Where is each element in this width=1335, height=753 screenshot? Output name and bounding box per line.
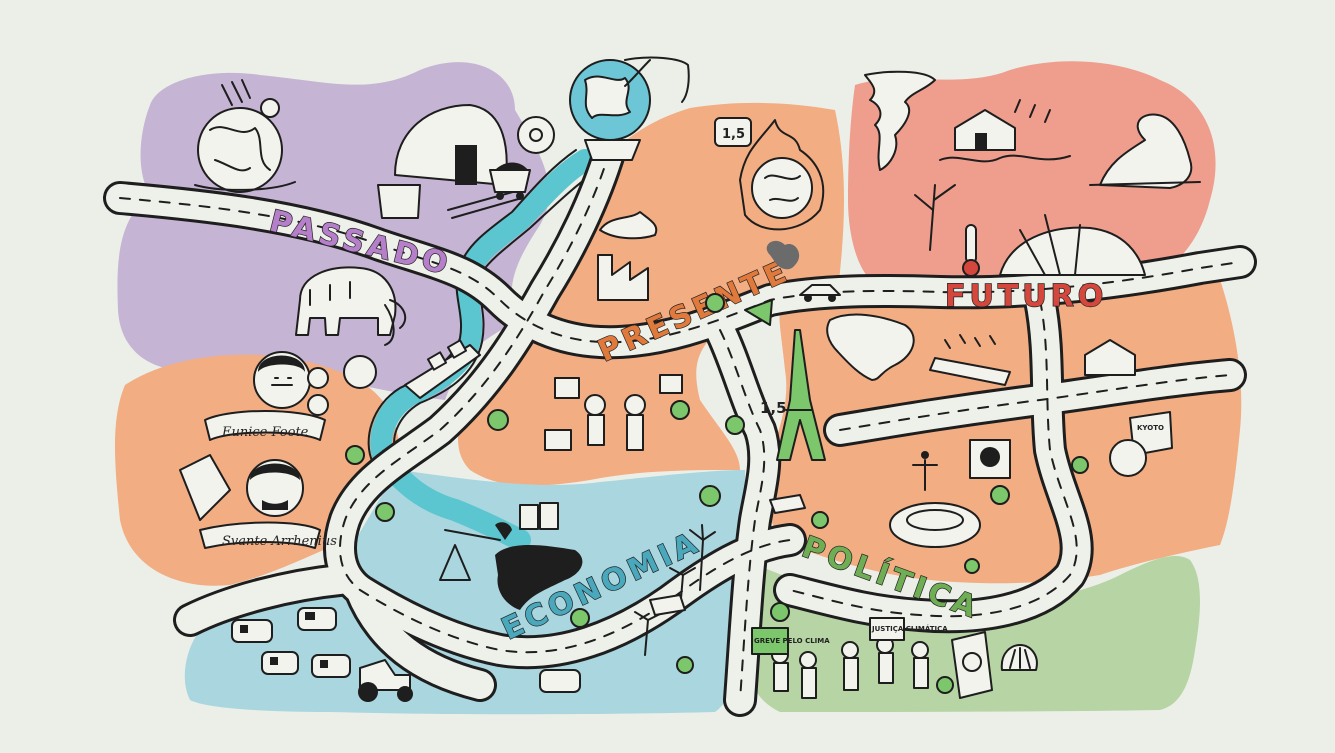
portrait-svante-arrhenius: Svante Arrhenius xyxy=(179,454,337,549)
portrait-eunice-foote: Eunice Foote xyxy=(204,351,377,441)
tree-icons xyxy=(345,293,1089,694)
road-network xyxy=(103,133,1257,717)
flooded-house-icon xyxy=(939,99,1071,163)
portrait-name-svante: Svante Arrhenius xyxy=(222,534,337,549)
kyoto-sign-icon: KYOTO xyxy=(1109,411,1173,477)
portrait-name-eunice: Eunice Foote xyxy=(221,425,309,440)
ship-icon xyxy=(404,339,481,399)
oil-pump-icon xyxy=(439,522,512,581)
protest-sign-right-text: JUSTIÇA CLIMÁTICA xyxy=(871,624,948,633)
protest-sign-left-text: GREVE PELO CLIMA xyxy=(754,637,830,645)
region-futuro[interactable] xyxy=(848,61,1216,285)
thermometer-icon xyxy=(962,224,980,277)
limit-sign-value: 1,5 xyxy=(722,127,745,142)
car-icon xyxy=(766,240,841,302)
oil-spill-icon xyxy=(495,545,583,610)
dome-icon xyxy=(999,214,1146,276)
mammoth-icon xyxy=(295,266,407,346)
scientists-icon xyxy=(544,374,683,451)
tower-sign-value: 1,5 xyxy=(760,399,787,417)
globe-in-hand-icon xyxy=(569,56,690,161)
tornado-icon xyxy=(864,70,936,171)
gear-icon xyxy=(517,116,555,154)
globe-stand-icon xyxy=(343,355,377,389)
kyoto-label: KYOTO xyxy=(1137,424,1164,432)
sun-icon xyxy=(260,98,280,118)
oil-barrels-icon xyxy=(519,502,559,530)
protest-sign-left: GREVE PELO CLIMA xyxy=(751,627,830,655)
burning-earth-icon xyxy=(739,119,825,231)
protest-sign-right: JUSTIÇA CLIMÁTICA xyxy=(869,617,948,641)
house-icon xyxy=(1084,339,1136,376)
mine-icon xyxy=(377,104,555,219)
stadium-icon xyxy=(889,502,981,548)
eiffel-tower-icon: 1,5 xyxy=(744,299,826,461)
shell-icon xyxy=(1000,644,1038,671)
tractor-icon xyxy=(358,659,413,702)
dead-tree-icon xyxy=(914,184,956,251)
book-icon xyxy=(951,631,993,699)
flag-icon xyxy=(969,439,1011,479)
factory-icon xyxy=(597,211,658,301)
label-futuro: FUTURO xyxy=(945,279,1107,314)
christ-statue-icon xyxy=(912,451,938,491)
solar-panel-icon xyxy=(649,494,806,616)
deforestation-icon xyxy=(826,313,915,381)
melting-earth-icon xyxy=(194,79,296,193)
coal-cart-icon xyxy=(489,162,531,200)
limit-sign-icon: 1,5 xyxy=(714,117,752,147)
cow-icon xyxy=(231,607,581,693)
polar-bear-icon xyxy=(1089,113,1201,189)
drought-icon xyxy=(929,334,1011,386)
